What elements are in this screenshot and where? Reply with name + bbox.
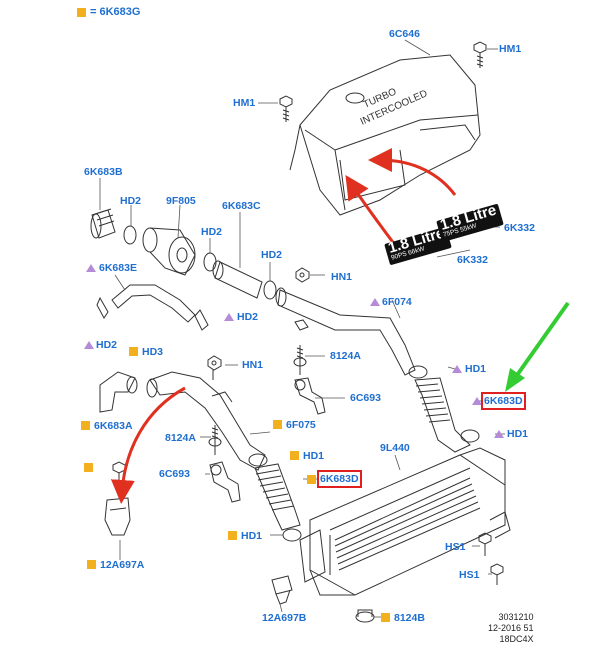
coupler-6k683b [90, 208, 116, 239]
washer [294, 319, 309, 331]
red-arrow-left-badge [345, 174, 397, 246]
pipe-6f074 [275, 287, 416, 376]
sensor-12a697b [271, 575, 293, 605]
label-hn1-b: HN1 [242, 359, 264, 371]
label-hs1-a: HS1 [445, 541, 466, 553]
label-6c693-b: 6C693 [159, 468, 190, 480]
label-9f805: 9F805 [166, 195, 196, 207]
label-6k332-a: 6K332 [504, 222, 535, 234]
marker-square-12a697a [87, 560, 96, 569]
marker-square-12a697a-top [84, 463, 93, 472]
label-6k332-b: 6K332 [457, 254, 488, 266]
clamp-hd2-c [263, 280, 277, 300]
hose-6k683d-b [254, 463, 301, 531]
marker-triangle-hd2-e [224, 313, 234, 321]
label-hs1-b: HS1 [459, 569, 480, 581]
clamp-hd1-b [460, 429, 480, 443]
label-hd2-c: HD2 [261, 249, 283, 261]
label-6k683c: 6K683C [222, 200, 261, 212]
legend-text: = 6K683G [90, 6, 141, 18]
marker-square-hd1-d [228, 531, 237, 540]
stamp-line3: 18DC4X [499, 634, 534, 644]
label-hm1-top: HM1 [499, 43, 522, 55]
label-6k683d-a: 6K683D [481, 392, 526, 410]
label-hd2-e: HD2 [237, 311, 259, 323]
pipe-6f075 [146, 371, 266, 471]
bolt-hm1-left [279, 95, 293, 122]
bolt-hs1-a [478, 532, 492, 556]
label-9l440: 9L440 [380, 442, 410, 454]
nut-hn1-a [295, 267, 310, 283]
hose-6k683c [212, 260, 263, 299]
hose-6k683a [99, 371, 138, 413]
label-6k683b: 6K683B [84, 166, 123, 178]
marker-square-hd3 [129, 347, 138, 356]
label-hd1-a: HD1 [465, 363, 487, 375]
label-hd3: HD3 [142, 346, 164, 358]
nut-hn1-b [207, 355, 222, 380]
marker-triangle-6k683e [86, 264, 96, 272]
clamp-hd1-a [408, 365, 428, 379]
bracket-6c693-b [209, 461, 241, 503]
green-arrow [505, 301, 570, 392]
hose-6k683d-a [414, 377, 471, 453]
bracket-6c693-a [294, 377, 326, 415]
label-6f074: 6F074 [382, 296, 412, 308]
clip-12a697a [104, 461, 131, 536]
clamp-hd1-d [282, 528, 302, 542]
red-arrows [110, 148, 457, 504]
stud-8124a-b [208, 425, 222, 455]
bolt-hs1-b [490, 563, 504, 585]
red-arrow-clip [110, 386, 186, 504]
stud-8124a-a [293, 345, 307, 375]
label-6c693-a: 6C693 [350, 392, 381, 404]
label-12a697a: 12A697A [100, 559, 145, 571]
pipe-9f805 [142, 227, 196, 276]
stud-8124b [355, 609, 375, 623]
label-8124a-a: 8124A [330, 350, 361, 362]
label-8124a-b: 8124A [165, 432, 196, 444]
clamp-hd1-c [248, 453, 268, 467]
label-hd1-b: HD1 [507, 428, 529, 440]
clamp-hd2-a [123, 225, 137, 245]
label-hd2-d: HD2 [96, 339, 118, 351]
marker-triangle-6k683d-a [472, 397, 482, 405]
label-6k683e: 6K683E [99, 262, 137, 274]
label-hd2-b: HD2 [201, 226, 223, 238]
label-12a697b: 12A697B [262, 612, 307, 624]
label-hm1-left: HM1 [233, 97, 256, 109]
hose-6k683e [96, 284, 209, 331]
marker-square-8124b [381, 613, 390, 622]
stamp-line1: 3031210 [498, 612, 534, 622]
label-hd2-a: HD2 [120, 195, 142, 207]
drawing-reference-stamp: 3031210 12-2016 51 18DC4X [488, 612, 534, 645]
label-hd1-c: HD1 [303, 450, 325, 462]
label-6k683a: 6K683A [94, 420, 133, 432]
marker-triangle-6f074 [370, 298, 380, 306]
marker-triangle-hd1-b [494, 430, 504, 438]
label-6f075: 6F075 [286, 419, 316, 431]
label-6k683d-b: 6K683D [317, 470, 362, 488]
marker-square-6k683d-b [307, 475, 316, 484]
marker-square-6f075 [273, 420, 282, 429]
marker-square-6k683a [81, 421, 90, 430]
red-arrow-right-badge [368, 148, 457, 196]
bolt-hm1-top [473, 41, 487, 68]
marker-square-hd1-c [290, 451, 299, 460]
marker-triangle-hd1-a [452, 365, 462, 373]
label-8124b: 8124B [394, 612, 425, 624]
label-hd1-d: HD1 [241, 530, 263, 542]
intercooler-9l440 [299, 447, 511, 596]
marker-triangle-hd2-d [84, 341, 94, 349]
stamp-line2: 12-2016 51 [488, 623, 534, 633]
label-6c646: 6C646 [389, 28, 420, 40]
legend-orange-square [77, 8, 86, 17]
engine-cover-6c646: TURBO INTERCOOLED [289, 54, 481, 216]
label-hn1-a: HN1 [331, 271, 353, 283]
clamp-hd2-b [203, 252, 217, 272]
